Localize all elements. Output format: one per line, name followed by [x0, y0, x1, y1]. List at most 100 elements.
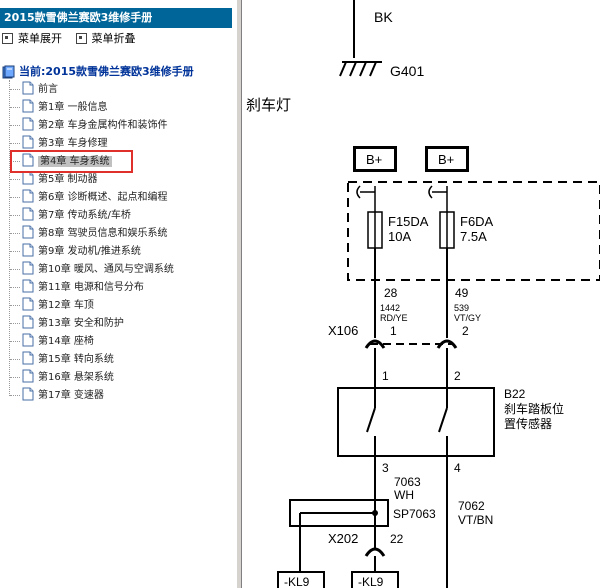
- tree-item-label: 第8章 驾驶员信息和娱乐系统: [38, 228, 168, 239]
- wire-7062: 7062: [458, 499, 485, 513]
- kl9-label-1: -KL9: [284, 575, 310, 588]
- fuse1-rating: 10A: [388, 229, 411, 244]
- tree-item-label: 第6章 诊断概述、起点和编程: [38, 192, 168, 203]
- tree-item[interactable]: 第5章 制动器: [10, 171, 98, 188]
- bplus-label-1: B+: [366, 152, 382, 167]
- b22-label: B22: [504, 387, 526, 401]
- tree-item[interactable]: 第17章 变速器: [10, 387, 104, 404]
- tree-item-label: 第5章 制动器: [38, 174, 98, 185]
- tree-item-label: 第14章 座椅: [38, 336, 94, 347]
- document-icon: [22, 369, 34, 383]
- tree-item[interactable]: 第8章 驾驶员信息和娱乐系统: [10, 225, 168, 242]
- document-icon: [22, 207, 34, 221]
- b22-desc-2: 置传感器: [504, 416, 552, 431]
- tree-item[interactable]: 第14章 座椅: [10, 333, 94, 350]
- tree-item-label: 第4章 车身系统: [38, 156, 112, 167]
- document-icon: [22, 297, 34, 311]
- navigation-pane: 2015款雪佛兰赛欧3维修手册 菜单展开 菜单折叠 当前:2015款雪佛兰赛欧3…: [0, 0, 236, 588]
- tree-connector: [10, 394, 20, 396]
- document-icon: [22, 153, 34, 167]
- tree-item[interactable]: 第3章 车身修理: [10, 135, 108, 152]
- kl9-label-2: -KL9: [358, 575, 384, 588]
- tree-item[interactable]: 第12章 车顶: [10, 297, 94, 314]
- tree-item-label: 第12章 车顶: [38, 300, 94, 311]
- document-icon: [22, 243, 34, 257]
- sw-pin3: 3: [382, 461, 389, 475]
- document-icon: [22, 333, 34, 347]
- sw-pin1: 1: [382, 369, 389, 383]
- x106-pin1: 1: [390, 324, 397, 338]
- tree-item[interactable]: 第10章 暖风、通风与空调系统: [10, 261, 174, 278]
- tree-item[interactable]: 第16章 悬架系统: [10, 369, 114, 386]
- tree-item[interactable]: 第9章 发动机/推进系统: [10, 243, 141, 260]
- document-icon: [22, 351, 34, 365]
- tree-connector: [10, 286, 20, 288]
- document-icon: [22, 171, 34, 185]
- tree-connector: [10, 160, 20, 162]
- x202-pin-symbol: [364, 547, 386, 557]
- bplus-label-2: B+: [438, 152, 454, 167]
- expand-menu-button[interactable]: 菜单展开: [2, 32, 62, 46]
- wire2-color: VT/GY: [454, 313, 481, 323]
- pane-splitter[interactable]: [236, 0, 242, 588]
- tree-item[interactable]: 第6章 诊断概述、起点和编程: [10, 189, 168, 206]
- x106-pin2-symbol: [436, 339, 458, 349]
- tree-connector: [10, 358, 20, 360]
- tree-item[interactable]: 第1章 一般信息: [10, 99, 108, 116]
- tree-connector: [10, 304, 20, 306]
- tree-item[interactable]: 第4章 车身系统: [10, 153, 112, 170]
- fuse1-name: F15DA: [388, 214, 429, 229]
- document-icon: [22, 225, 34, 239]
- x202-pin: 22: [390, 532, 404, 546]
- tree-item-label: 第15章 转向系统: [38, 354, 114, 365]
- tree-item[interactable]: 第2章 车身金属构件和装饰件: [10, 117, 168, 134]
- collapse-icon: [75, 32, 87, 44]
- collapse-menu-button[interactable]: 菜单折叠: [75, 32, 136, 46]
- tree-connector: [10, 124, 20, 126]
- tree-guide-line: [9, 80, 10, 396]
- kl9-box-1: [277, 571, 325, 588]
- tree-item[interactable]: 第13章 安全和防护: [10, 315, 124, 332]
- tree-item-label: 第11章 电源和信号分布: [38, 282, 144, 293]
- tree-item[interactable]: 第7章 传动系统/车桥: [10, 207, 131, 224]
- tree-item-label: 第17章 变速器: [38, 390, 104, 401]
- tree-root[interactable]: 当前:2015款雪佛兰赛欧3维修手册: [2, 64, 194, 80]
- book-icon: [2, 65, 15, 79]
- tree-item-label: 第3章 车身修理: [38, 138, 108, 149]
- wire1-color: RD/YE: [380, 313, 408, 323]
- tree-item[interactable]: 第11章 电源和信号分布: [10, 279, 144, 296]
- x202-label: X202: [328, 531, 358, 546]
- tree-connector: [10, 268, 20, 270]
- menu-toolbar: 菜单展开 菜单折叠: [2, 32, 146, 46]
- tree-root-label: 当前:2015款雪佛兰赛欧3维修手册: [19, 65, 194, 78]
- tree-connector: [10, 106, 20, 108]
- bk-label: BK: [374, 9, 393, 25]
- tree-connector: [10, 214, 20, 216]
- tree-item[interactable]: 前言: [10, 81, 58, 98]
- expand-menu-label: 菜单展开: [18, 32, 62, 45]
- document-icon: [22, 261, 34, 275]
- b22-switch-box: [337, 387, 495, 457]
- ground-symbol: [339, 61, 382, 77]
- tree-connector: [10, 376, 20, 378]
- tree-item-label: 第9章 发动机/推进系统: [38, 246, 141, 257]
- tree-item-label: 第10章 暖风、通风与空调系统: [38, 264, 174, 275]
- sp7063-label: SP7063: [393, 507, 436, 521]
- tree-connector: [10, 88, 20, 90]
- tree-item-label: 第13章 安全和防护: [38, 318, 124, 329]
- kl9-box-2: [351, 571, 399, 588]
- tree-item-label: 第2章 车身金属构件和装饰件: [38, 120, 168, 131]
- fuse2-rating: 7.5A: [460, 229, 487, 244]
- section-title: 刹车灯: [246, 96, 292, 114]
- tree-item[interactable]: 第15章 转向系统: [10, 351, 114, 368]
- fuse2-name: F6DA: [460, 214, 494, 229]
- circuit-28: 28: [384, 286, 398, 300]
- x106-label: X106: [328, 323, 358, 338]
- document-icon: [22, 117, 34, 131]
- manual-title-bar: 2015款雪佛兰赛欧3维修手册: [0, 8, 232, 28]
- tree-item-label: 第7章 传动系统/车桥: [38, 210, 131, 221]
- document-icon: [22, 135, 34, 149]
- tree-connector: [10, 322, 20, 324]
- tree-connector: [10, 250, 20, 252]
- collapse-menu-label: 菜单折叠: [91, 32, 136, 45]
